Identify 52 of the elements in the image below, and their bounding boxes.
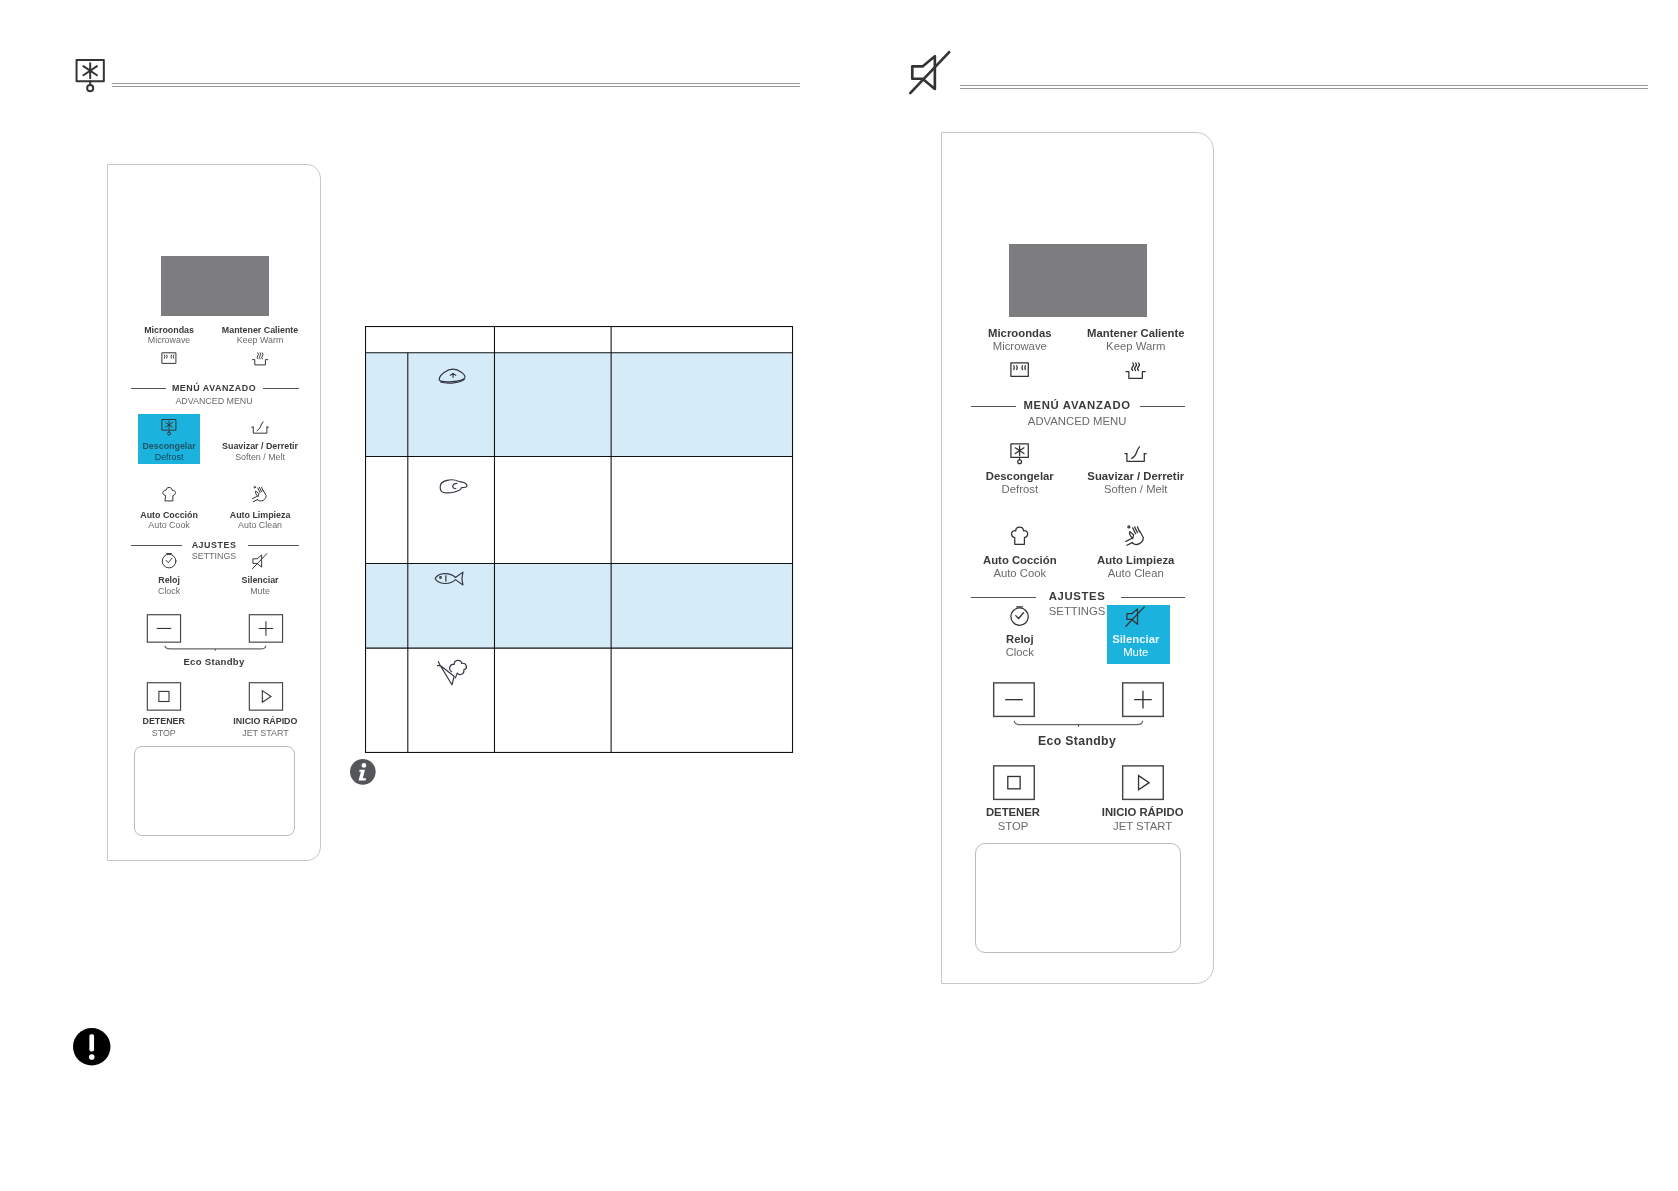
- button-sublabel: Soften / Melt: [235, 452, 285, 462]
- button-sublabel: ADVANCED MENU: [1027, 416, 1127, 428]
- button-group-label: Eco Standby: [1038, 734, 1117, 748]
- button-sublabel: Auto Cook: [993, 567, 1047, 580]
- section-heading: MENÚ AVANZADO: [171, 384, 257, 393]
- button-label: Microondas: [988, 328, 1052, 340]
- button-sublabel: Clock: [1005, 647, 1034, 660]
- button-sublabel: ADVANCED MENU: [175, 396, 253, 406]
- section-heading: MENÚ AVANZADO: [1023, 400, 1131, 412]
- button-label: Reloj: [1005, 634, 1034, 646]
- button-sublabel: Defrost: [1001, 484, 1039, 496]
- button-label: Auto Cocción: [983, 554, 1057, 567]
- button-sublabel: Auto Clean: [238, 521, 282, 530]
- button-label: Mantener Caliente: [221, 325, 299, 335]
- button-label: DETENER: [985, 807, 1040, 819]
- button-sublabel: JET START: [1113, 821, 1173, 833]
- button-label: DETENER: [142, 716, 185, 726]
- button-label: Silenciar: [241, 575, 279, 585]
- button-label: Suavizar / Derretir: [1087, 471, 1185, 483]
- section-heading: AJUSTES: [1048, 591, 1106, 603]
- button-label: Auto Cocción: [140, 510, 198, 520]
- button-sublabel: Soften / Melt: [1104, 484, 1168, 496]
- button-label: Suavizar / Derretir: [222, 441, 299, 451]
- button-label: Silenciar: [1112, 634, 1160, 646]
- button-label: Reloj: [158, 575, 180, 585]
- button-sublabel: Microwave: [992, 341, 1047, 354]
- button-label: INICIO RÁPIDO: [233, 716, 298, 726]
- button-sublabel: SETTINGS: [191, 552, 237, 561]
- button-label: INICIO RÁPIDO: [1101, 807, 1184, 819]
- button-sublabel: Keep Warm: [1106, 341, 1166, 354]
- button-sublabel: Mute: [250, 586, 270, 596]
- button-label: Auto Limpieza: [1097, 554, 1175, 567]
- button-label: Auto Limpieza: [229, 510, 291, 520]
- button-label: Microondas: [144, 325, 194, 335]
- button-sublabel: Auto Cook: [148, 521, 190, 530]
- button-sublabel: Auto Clean: [1107, 567, 1164, 580]
- button-sublabel: Keep Warm: [236, 335, 284, 345]
- section-heading: AJUSTES: [191, 540, 237, 550]
- button-sublabel: STOP: [151, 728, 176, 738]
- display-screen: [160, 255, 269, 316]
- button-sublabel: Mute: [1123, 647, 1149, 660]
- button-sublabel: Defrost: [154, 452, 184, 462]
- display-screen: [1008, 244, 1147, 318]
- button-sublabel: SETTINGS: [1048, 605, 1106, 618]
- button-sublabel: Microwave: [147, 335, 191, 345]
- button-label: Descongelar: [985, 471, 1054, 483]
- button-sublabel: JET START: [242, 728, 289, 738]
- button-sublabel: STOP: [997, 821, 1029, 833]
- button-label: Descongelar: [142, 441, 196, 451]
- button-label: Mantener Caliente: [1087, 328, 1185, 340]
- button-sublabel: Clock: [158, 586, 181, 596]
- button-group-label: Eco Standby: [183, 657, 245, 668]
